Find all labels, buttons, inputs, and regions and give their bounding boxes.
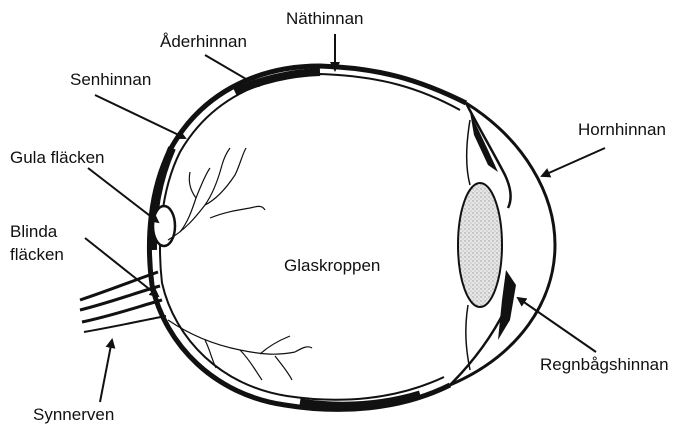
label-senhinnan: Senhinnan: [70, 70, 151, 90]
retinal-vessels-lower: [168, 320, 312, 380]
optic-nerve-2: [80, 286, 160, 310]
label-nathinnan: Näthinnan: [286, 9, 364, 29]
label-aderhinnan: Åderhinnan: [160, 32, 247, 52]
lens-zonule-top: [467, 120, 470, 185]
arrow-aderhinnan: [205, 55, 258, 86]
eyeball-outer-wall: [149, 66, 466, 409]
arrow-gula-flacken: [88, 168, 158, 222]
macula: [153, 206, 175, 246]
label-glaskroppen: Glaskroppen: [284, 256, 380, 276]
label-hornhinnan: Hornhinnan: [578, 120, 666, 140]
iris-upper-fill: [470, 112, 498, 172]
arrow-hornhinnan: [542, 148, 605, 176]
retinal-vessels-upper: [168, 148, 265, 240]
eyeball-inner-wall: [160, 74, 460, 400]
label-synnerven: Synnerven: [33, 405, 114, 425]
label-blinda-flacken-line2: fläcken: [10, 245, 64, 265]
arrow-synnerven: [100, 340, 112, 402]
lens-zonule-bottom: [466, 305, 470, 370]
lens: [458, 183, 502, 307]
arrow-senhinnan: [95, 95, 185, 138]
label-blinda-flacken-line1: Blinda: [10, 222, 57, 242]
label-regnbagshinnan: Regnbågshinnan: [540, 355, 669, 375]
label-gula-flacken: Gula fläcken: [10, 148, 105, 168]
iris-lower-fill: [498, 270, 516, 340]
